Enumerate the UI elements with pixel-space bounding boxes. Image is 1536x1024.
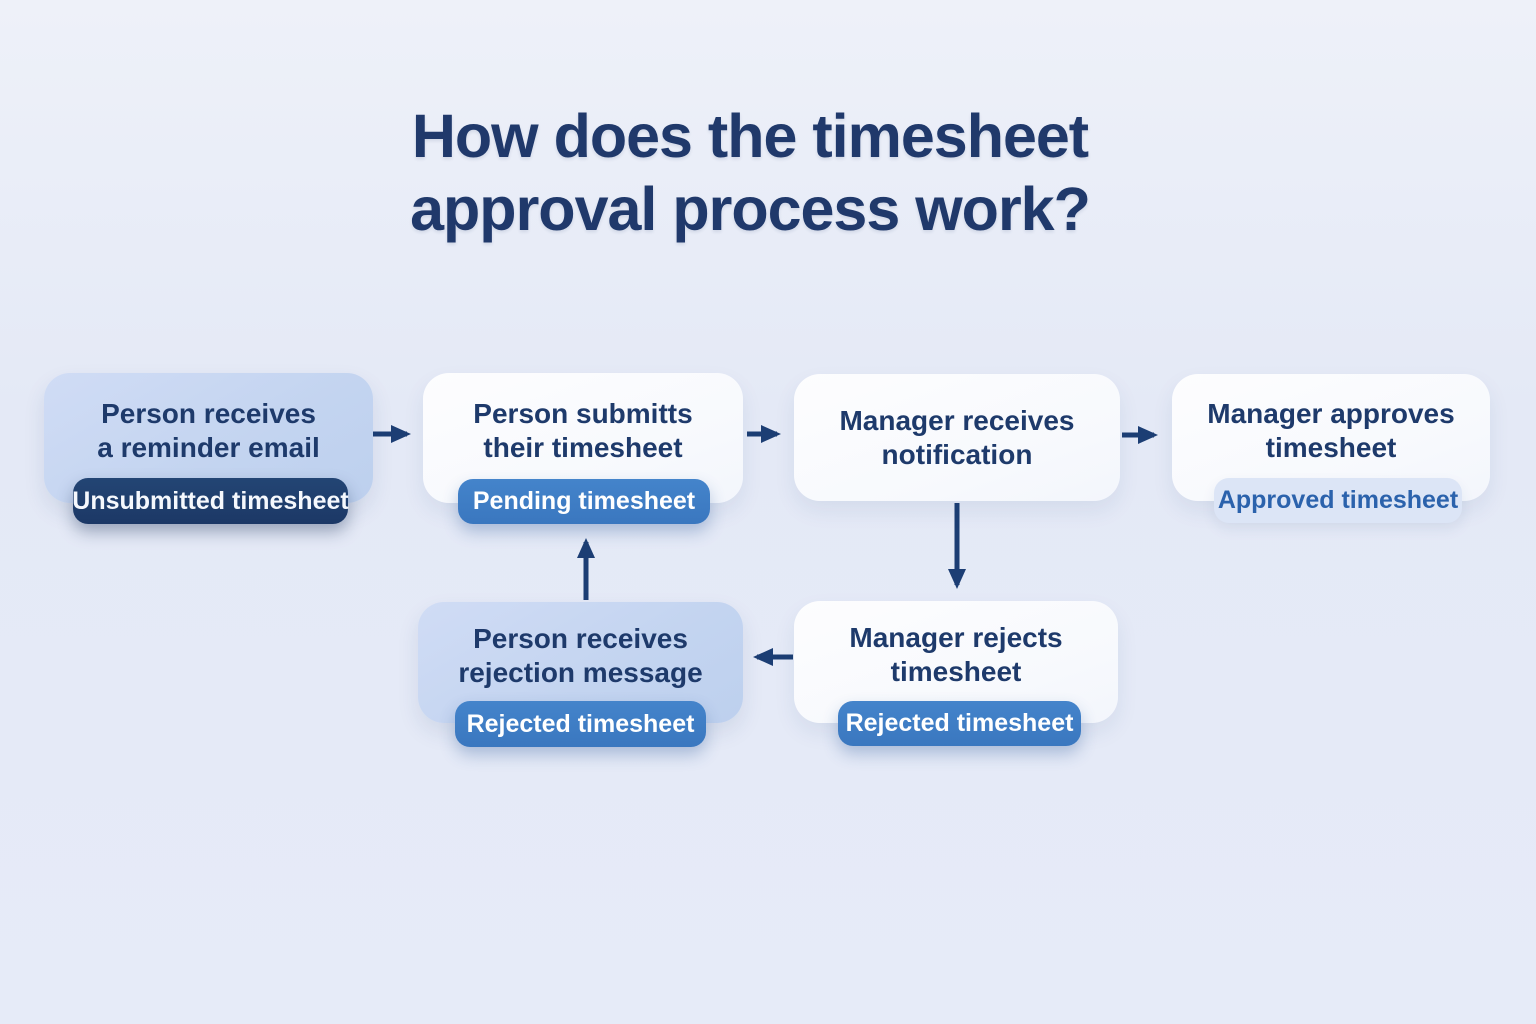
page-title-line2: approval process work?	[410, 175, 1091, 243]
node-label-line2: a reminder email	[97, 432, 320, 463]
node-manager-receives-notification: Manager receives notification	[794, 374, 1120, 501]
node-label-line2: timesheet	[1265, 431, 1397, 463]
page-title-line1: How does the timesheet	[411, 102, 1089, 170]
node-label: Person receives a reminder email	[97, 397, 320, 465]
node-label: Manager rejects timesheet	[849, 621, 1062, 689]
node-label-line1: Manager rejects	[849, 622, 1063, 653]
node-label-line2: their timesheet	[483, 432, 683, 463]
status-badge-pending: Pending timesheet	[458, 479, 710, 524]
status-badge-approved: Approved timesheet	[1214, 478, 1462, 523]
node-label: Person submitts their timesheet	[473, 397, 692, 465]
node-label: Manager receives notification	[839, 404, 1074, 472]
node-label-line2: timesheet	[890, 656, 1022, 687]
node-label-line1: Person receives	[473, 622, 688, 654]
node-label-line2: notification	[881, 438, 1033, 470]
node-label: Person receives rejection message	[458, 622, 702, 690]
status-badge-rejected-manager: Rejected timesheet	[838, 701, 1081, 746]
status-badge-unsubmitted: Unsubmitted timesheet	[72, 478, 349, 524]
status-badge-rejected-person: Rejected timesheet	[455, 701, 706, 747]
node-label-line1: Person receives	[101, 398, 316, 429]
page-title: How does the timesheet approval process …	[0, 100, 1500, 246]
node-label-line1: Manager receives	[839, 404, 1075, 436]
node-label: Manager approves timesheet	[1207, 397, 1454, 465]
node-label-line1: Person submitts	[473, 398, 693, 429]
node-label-line2: rejection message	[458, 656, 703, 688]
node-label-line1: Manager approves	[1207, 397, 1455, 429]
